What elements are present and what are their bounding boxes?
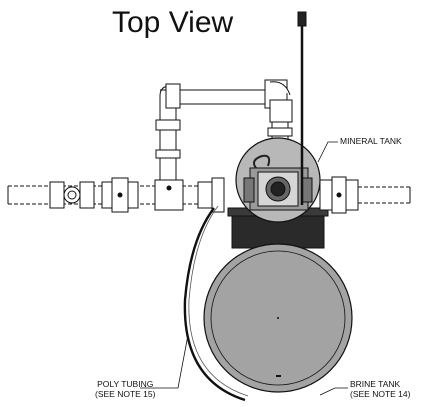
left-coupling-2 [79, 181, 95, 209]
left-coupling-1 [49, 181, 65, 209]
brine-tank-leader [319, 387, 348, 396]
valve-inlet-union [197, 181, 213, 209]
poly-tubing-label: POLY TUBING [97, 379, 154, 389]
left-union-a [101, 181, 113, 209]
outlet-union-b [345, 179, 359, 211]
mineral-tank-label: MINERAL TANK [340, 136, 402, 146]
poly-tubing-note: (SEE NOTE 15) [95, 388, 156, 399]
mineral-tank-leader [317, 141, 338, 163]
control-valve-head [243, 154, 313, 211]
outlet-union-a [319, 179, 333, 211]
vent-cap [297, 11, 307, 27]
brine-tank-callout: BRINE TANK (SEE NOTE 14) [350, 379, 411, 399]
brine-tank-label: BRINE TANK [350, 379, 401, 389]
bypass-elbow-left [165, 83, 181, 109]
poly-tubing-callout: POLY TUBING (SEE NOTE 15) [95, 379, 156, 399]
mineral-tank-callout: MINERAL TANK [340, 136, 402, 147]
left-tee-fitting [154, 179, 184, 211]
poly-tubing-leader [140, 334, 189, 389]
left-union-b [127, 181, 139, 209]
brine-tank-note: (SEE NOTE 14) [350, 388, 411, 399]
diagram-title: Top View [112, 6, 234, 39]
poly-tubing [183, 207, 246, 402]
